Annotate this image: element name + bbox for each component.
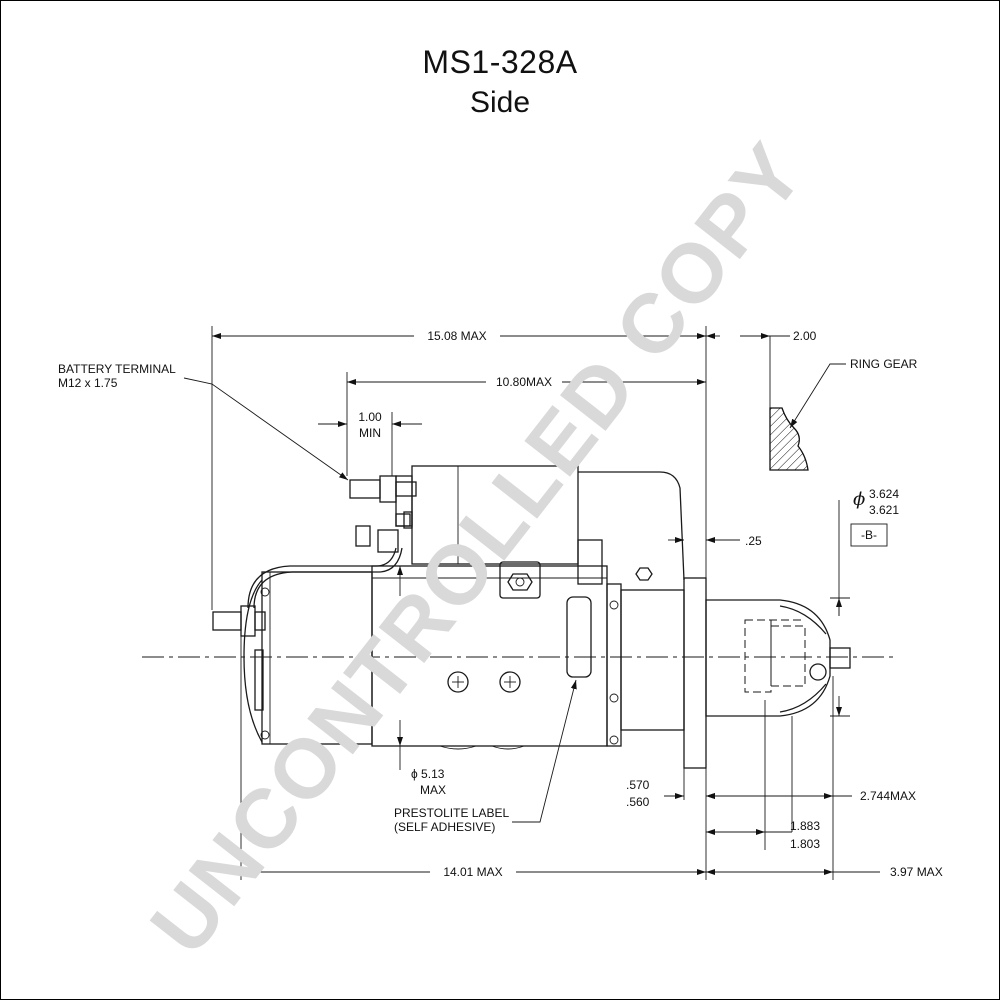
dim-motor-dia-max: MAX [420,783,446,797]
prestolite-label-note: (SELF ADHESIVE) [394,820,495,834]
drive-nose-housing [705,599,851,717]
dim-terminal-clearance-min: MIN [359,426,381,440]
dim-flange-gap: .25 [745,534,762,548]
extension-lines [211,326,850,880]
battery-terminal-thread: M12 x 1.75 [58,376,118,390]
diameter-symbol: ϕ [853,489,865,510]
battery-terminal-stud [349,475,417,503]
ring-gear-label: RING GEAR [850,357,918,371]
datum-b-box [850,523,888,547]
uncontrolled-copy-watermark: UNCONTROLLED COPY [132,125,822,971]
dim-pilot-dia-min: 3.621 [869,503,899,517]
dim-motor-dia: ϕ 5.13 [411,767,445,781]
dim-pilot-dia-max: 3.624 [869,487,899,501]
dim-overall-length: 15.08 MAX [427,329,486,343]
prestolite-label [566,596,592,678]
view-subtitle: Side [469,86,531,119]
mounting-flange [620,577,707,769]
dim-flange-thickness-max: .570 [626,778,650,792]
dim-pinion-pos-min: 1.803 [790,837,820,851]
battery-terminal-label: BATTERY TERMINAL [58,362,176,376]
dim-flange-thickness-min: .560 [626,795,650,809]
dim-terminal-clearance: 1.00 [358,410,382,424]
dim-nose-length: 2.744MAX [860,789,916,803]
dim-body-length: 14.01 MAX [443,865,502,879]
part-number-title: MS1-328A [422,44,578,80]
leader-lines [183,363,846,823]
datum-b-label: -B- [861,528,877,542]
cover-screws [447,671,521,693]
dim-ring-gear-offset: 2.00 [793,329,817,343]
dim-pinion-pos-max: 1.883 [790,819,820,833]
prestolite-label-text: PRESTOLITE LABEL [394,806,509,820]
ring-gear-profile [769,336,809,471]
dim-nose-total: 3.97 MAX [890,865,943,879]
wiring-terminals [212,513,411,637]
dim-solenoid-length: 10.80MAX [496,375,552,389]
dimension-lines [212,333,880,875]
